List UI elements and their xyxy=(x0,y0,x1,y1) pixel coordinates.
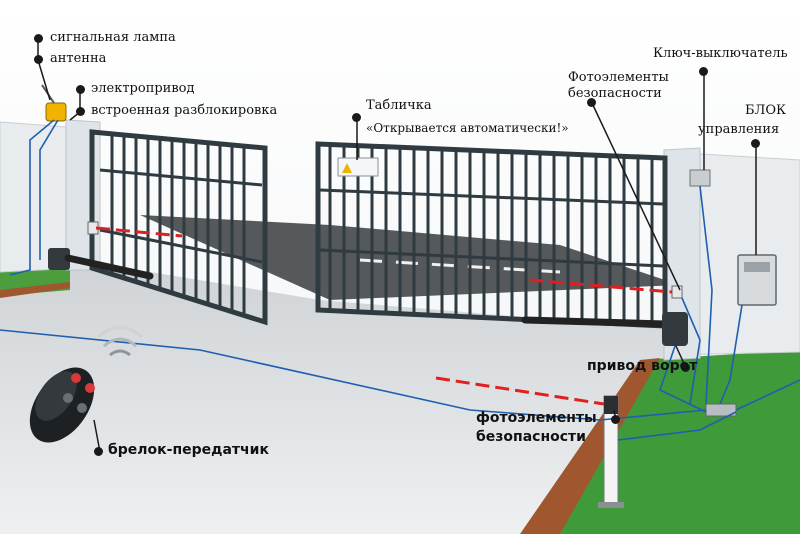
callout-dot xyxy=(34,55,43,64)
label-control-unit: БЛОК xyxy=(745,103,787,118)
label-sign: Табличка xyxy=(366,98,432,113)
left-gate-actuator xyxy=(48,248,154,280)
label-sign-text: «Открывается автоматически!» xyxy=(366,121,569,135)
gate-drive-motor xyxy=(521,312,688,346)
label-key-fob: брелок-передатчик xyxy=(108,442,269,458)
label-electric-drive: электропривод xyxy=(91,81,195,96)
right-lawn xyxy=(560,350,800,534)
safety-beam-gate xyxy=(529,278,673,294)
control-unit-box xyxy=(737,254,777,306)
label-antenna: антенна xyxy=(50,51,107,66)
callout-dot xyxy=(681,363,690,372)
photocell-right xyxy=(671,285,683,299)
key-fob-remote-icon xyxy=(29,325,144,443)
label-photo-top: Фотоэлементы xyxy=(568,70,669,85)
callout-dot xyxy=(76,85,85,94)
label-signal-lamp: сигнальная лампа xyxy=(50,30,176,45)
warning-sign-plate xyxy=(337,157,379,177)
label-photo-top-2: безопасности xyxy=(568,86,662,101)
label-builtin-release: встроенная разблокировка xyxy=(91,103,278,118)
callout-dot xyxy=(76,107,85,116)
callout-dot xyxy=(352,113,361,122)
brick-edging xyxy=(520,358,660,534)
label-key-switch: Ключ-выключатель xyxy=(653,46,788,61)
label-gate-drive: привод ворот xyxy=(587,358,698,374)
callout-dot xyxy=(587,98,596,107)
callout-dot xyxy=(34,34,43,43)
callout-dot xyxy=(699,67,708,76)
callout-dot xyxy=(751,139,760,148)
label-control-unit-2: управления xyxy=(698,122,780,137)
label-photo-bottom: фотоэлементы xyxy=(476,410,597,426)
pavement xyxy=(0,262,680,534)
key-switch-box xyxy=(689,169,711,187)
safety-beam-upper xyxy=(95,226,183,238)
callout-dot xyxy=(94,447,103,456)
label-photo-bottom-2: безопасности xyxy=(476,429,586,445)
left-pillar xyxy=(65,119,101,271)
safety-beam-lower xyxy=(435,376,605,406)
road xyxy=(140,215,680,300)
callout-dot xyxy=(611,415,620,424)
